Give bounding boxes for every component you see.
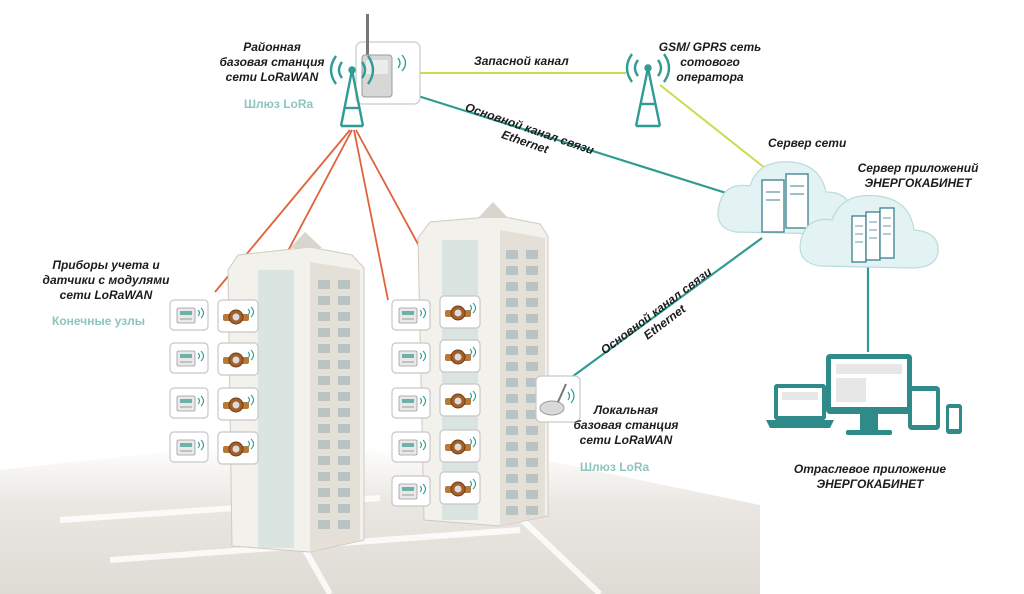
building-window: [506, 266, 518, 275]
building-window: [338, 392, 350, 401]
gsm-to-server-link: [659, 84, 771, 173]
building-window: [338, 472, 350, 481]
building-window: [338, 456, 350, 465]
building-window: [506, 314, 518, 323]
building-window: [318, 488, 330, 497]
building-window: [506, 442, 518, 451]
building-window: [318, 360, 330, 369]
building-window: [318, 280, 330, 289]
building-window: [506, 250, 518, 259]
building-window: [506, 362, 518, 371]
building-window: [338, 280, 350, 289]
local-gateway-icon: [535, 375, 581, 423]
building-window: [506, 426, 518, 435]
building-window: [318, 328, 330, 337]
industry-app-label: Отраслевое приложение ЭНЕРГОКАБИНЕТ: [793, 462, 947, 491]
building-window: [338, 312, 350, 321]
end-nodes-label: Конечные узлы: [52, 314, 145, 328]
building-left-windows: [318, 280, 350, 529]
building-window: [318, 520, 330, 529]
building-window: [338, 440, 350, 449]
building-window: [338, 328, 350, 337]
building-window: [338, 504, 350, 513]
building-window: [506, 458, 518, 467]
building-window: [506, 474, 518, 483]
building-window: [506, 506, 518, 515]
building-window: [338, 360, 350, 369]
backup-channel-label: Запасной канал: [474, 54, 569, 68]
gsm-tower-icon: [625, 53, 671, 128]
district-antenna-icon: [329, 55, 375, 128]
building-window: [318, 472, 330, 481]
building-window: [526, 506, 538, 515]
building-window: [338, 424, 350, 433]
building-window: [318, 312, 330, 321]
district-station-label: Районная базовая станция сети LoRaWAN: [219, 40, 325, 84]
building-window: [318, 376, 330, 385]
building-window: [318, 424, 330, 433]
building-window: [526, 442, 538, 451]
building-window: [338, 408, 350, 417]
building-window: [338, 488, 350, 497]
app-server-cloud: [799, 194, 939, 269]
building-window: [526, 490, 538, 499]
local-gateway-label: Шлюз LoRa: [580, 460, 650, 474]
end-devices-label: Приборы учета и датчики с модулями сети …: [42, 258, 170, 302]
building-window: [318, 408, 330, 417]
building-right-windows: [506, 250, 538, 515]
building-window: [318, 344, 330, 353]
building-window: [318, 296, 330, 305]
ethernet-link-top: [417, 94, 743, 200]
building-window: [318, 504, 330, 513]
building-window: [338, 296, 350, 305]
building-window: [318, 392, 330, 401]
building-window: [506, 330, 518, 339]
devices-group: [766, 354, 962, 435]
building-window: [526, 426, 538, 435]
building-window: [506, 490, 518, 499]
building-window: [526, 314, 538, 323]
building-window: [318, 456, 330, 465]
network-server-label: Сервер сети: [768, 136, 847, 150]
building-window: [506, 346, 518, 355]
building-window: [526, 362, 538, 371]
building-window: [526, 298, 538, 307]
app-server-label: Сервер приложений ЭНЕРГОКАБИНЕТ: [857, 161, 979, 190]
building-window: [526, 378, 538, 387]
building-window: [526, 394, 538, 403]
district-gateway-label: Шлюз LoRa: [244, 97, 314, 111]
building-window: [338, 344, 350, 353]
local-station-label: Локальная базовая станция сети LoRaWAN: [573, 403, 679, 447]
building-window: [526, 458, 538, 467]
building-window: [526, 410, 538, 419]
ethernet-link-bottom: [564, 237, 763, 383]
building-window: [338, 520, 350, 529]
gsm-network-label: GSM/ GPRS сеть сотового оператора: [658, 40, 762, 84]
building-window: [506, 394, 518, 403]
building-window: [526, 282, 538, 291]
building-window: [526, 330, 538, 339]
building-window: [526, 266, 538, 275]
building-window: [526, 474, 538, 483]
district-gateway-icon: [355, 14, 421, 105]
building-window: [526, 346, 538, 355]
building-window: [526, 250, 538, 259]
building-window: [506, 298, 518, 307]
building-window: [506, 378, 518, 387]
building-window: [506, 410, 518, 419]
building-window: [318, 440, 330, 449]
building-window: [338, 376, 350, 385]
building-window: [506, 282, 518, 291]
